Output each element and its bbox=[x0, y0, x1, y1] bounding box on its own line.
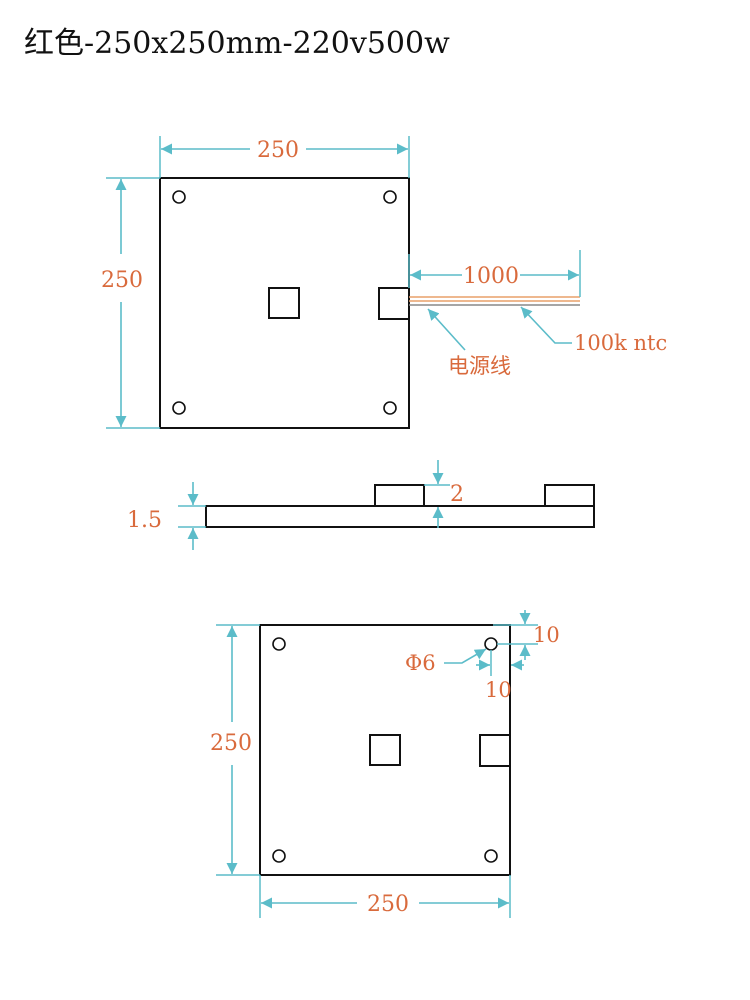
side-block bbox=[374, 484, 425, 507]
mounting-hole bbox=[272, 849, 286, 863]
block-height-label: 2 bbox=[450, 482, 464, 507]
hole-offset-top-label: 10 bbox=[533, 623, 560, 647]
cable-exit-block bbox=[479, 734, 511, 767]
ntc-label: 100k ntc bbox=[574, 331, 667, 355]
hole-diameter-leader bbox=[444, 648, 487, 664]
bottom-view: 250 250 10 10 Φ6 bbox=[210, 610, 560, 918]
mounting-hole bbox=[172, 190, 186, 204]
top-width-label: 250 bbox=[257, 138, 299, 163]
plate-outline bbox=[159, 177, 410, 429]
power-cable-leader bbox=[427, 308, 466, 351]
center-block bbox=[369, 734, 401, 766]
hole-diameter-label: Φ6 bbox=[405, 651, 436, 675]
mounting-hole bbox=[172, 401, 186, 415]
plate-outline bbox=[259, 624, 511, 876]
hole-offset-side-label: 10 bbox=[485, 678, 512, 702]
power-cable-label: 电源线 bbox=[448, 354, 511, 378]
cable-length-label: 1000 bbox=[463, 264, 519, 289]
top-height-label: 250 bbox=[101, 268, 143, 293]
mounting-hole bbox=[272, 637, 286, 651]
bottom-width-label: 250 bbox=[367, 892, 409, 917]
page-title: 红色-250x250mm-220v500w bbox=[24, 26, 450, 61]
side-view: 1.5 2 bbox=[127, 460, 595, 550]
plate-profile bbox=[205, 505, 595, 528]
mounting-hole bbox=[383, 190, 397, 204]
bottom-height-label: 250 bbox=[210, 731, 252, 756]
center-block bbox=[268, 287, 300, 319]
mounting-hole bbox=[484, 637, 498, 651]
ntc-leader bbox=[520, 306, 572, 344]
side-block bbox=[544, 484, 595, 507]
mounting-hole bbox=[383, 401, 397, 415]
cable-exit-block bbox=[378, 287, 410, 320]
thickness-label: 1.5 bbox=[127, 508, 162, 533]
top-view: 250 250 1000 电源线 100k ntc bbox=[101, 136, 667, 429]
mounting-hole bbox=[484, 849, 498, 863]
